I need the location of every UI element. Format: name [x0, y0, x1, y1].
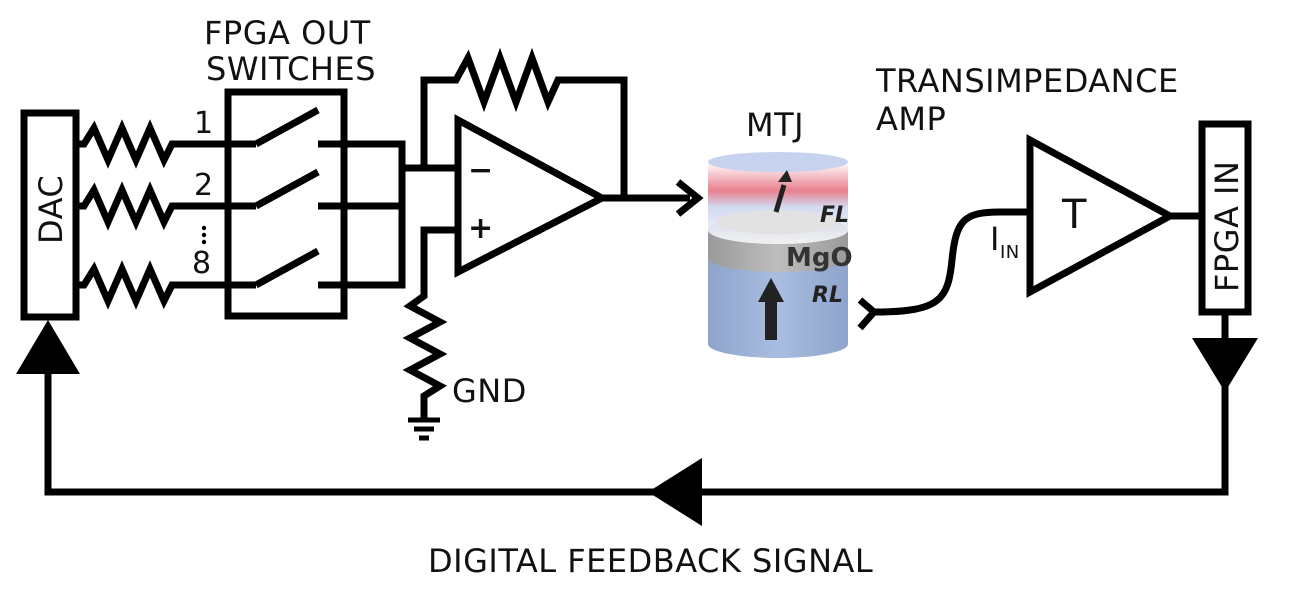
input-resistor-1 [76, 119, 230, 169]
fpga-in-label: FPGA IN [1208, 161, 1246, 292]
switch-index-8: 8 [192, 246, 211, 281]
gnd-label: GND [452, 372, 527, 410]
inverting-opamp: − + [420, 47, 704, 278]
mtj-contact-chevron [857, 297, 879, 331]
input-resistor-8 [76, 260, 230, 310]
opamp-triangle [454, 114, 610, 278]
feedback-down-arrow [1192, 338, 1258, 392]
switch-index-2: 2 [194, 168, 213, 203]
iin-label: IIN [990, 220, 1020, 263]
summing-node-wires [344, 140, 458, 289]
fl-disk [716, 210, 840, 234]
dac-label: DAC [32, 175, 70, 244]
fpga-out-switches: FPGA OUT SWITCHES [204, 14, 376, 320]
mtj-device: MTJ FL MgO RL [708, 106, 853, 358]
tia-triangle [1026, 134, 1178, 298]
dac-block: DAC [20, 109, 80, 321]
switches-title-line2: SWITCHES [206, 50, 376, 88]
tia-symbol: T [1061, 192, 1087, 238]
tia-title-line2: AMP [876, 100, 946, 138]
feedback-up-arrow [16, 320, 80, 374]
mtj-label: MTJ [746, 106, 804, 144]
signal-wire [873, 208, 1030, 316]
dac-box [20, 109, 80, 321]
mgo-label: MgO [786, 243, 853, 273]
opamp-plus-label: + [468, 211, 493, 246]
switches-title-line1: FPGA OUT [204, 14, 371, 52]
fl-arrow-shaft [773, 184, 787, 213]
feedback-wire [44, 312, 1229, 496]
digital-feedback-loop: DIGITAL FEEDBACK SIGNAL [16, 312, 1258, 580]
mtj-top-cap [708, 152, 848, 172]
ground-resistor: GND [402, 226, 527, 441]
feedback-resistor [420, 47, 628, 198]
mgo-layer [708, 230, 848, 272]
rl-arrow-head [758, 278, 784, 302]
input-resistor-bank: 1 2 8 [76, 106, 230, 310]
ellipsis-dots [201, 225, 207, 245]
fpga-in-block: FPGA IN [1198, 120, 1252, 316]
opamp-minus-label: − [468, 153, 493, 188]
mtj-to-tia-wire: IIN [857, 208, 1030, 331]
input-resistor-2 [76, 181, 230, 231]
switch-index-1: 1 [194, 106, 213, 141]
feedback-label: DIGITAL FEEDBACK SIGNAL [428, 542, 873, 580]
rl-label: RL [812, 283, 843, 308]
tia-title-line1: TRANSIMPEDANCE [875, 62, 1179, 100]
transimpedance-amp: TRANSIMPEDANCE AMP T [875, 62, 1202, 298]
ground-resistor-zigzag [402, 226, 458, 420]
output-arrowhead [675, 179, 704, 217]
fl-arrow-head [778, 170, 792, 182]
fl-label: FL [820, 203, 849, 228]
rl-arrow-shaft [765, 300, 777, 340]
feedback-left-arrow [648, 458, 702, 526]
rl-layer [708, 254, 848, 358]
